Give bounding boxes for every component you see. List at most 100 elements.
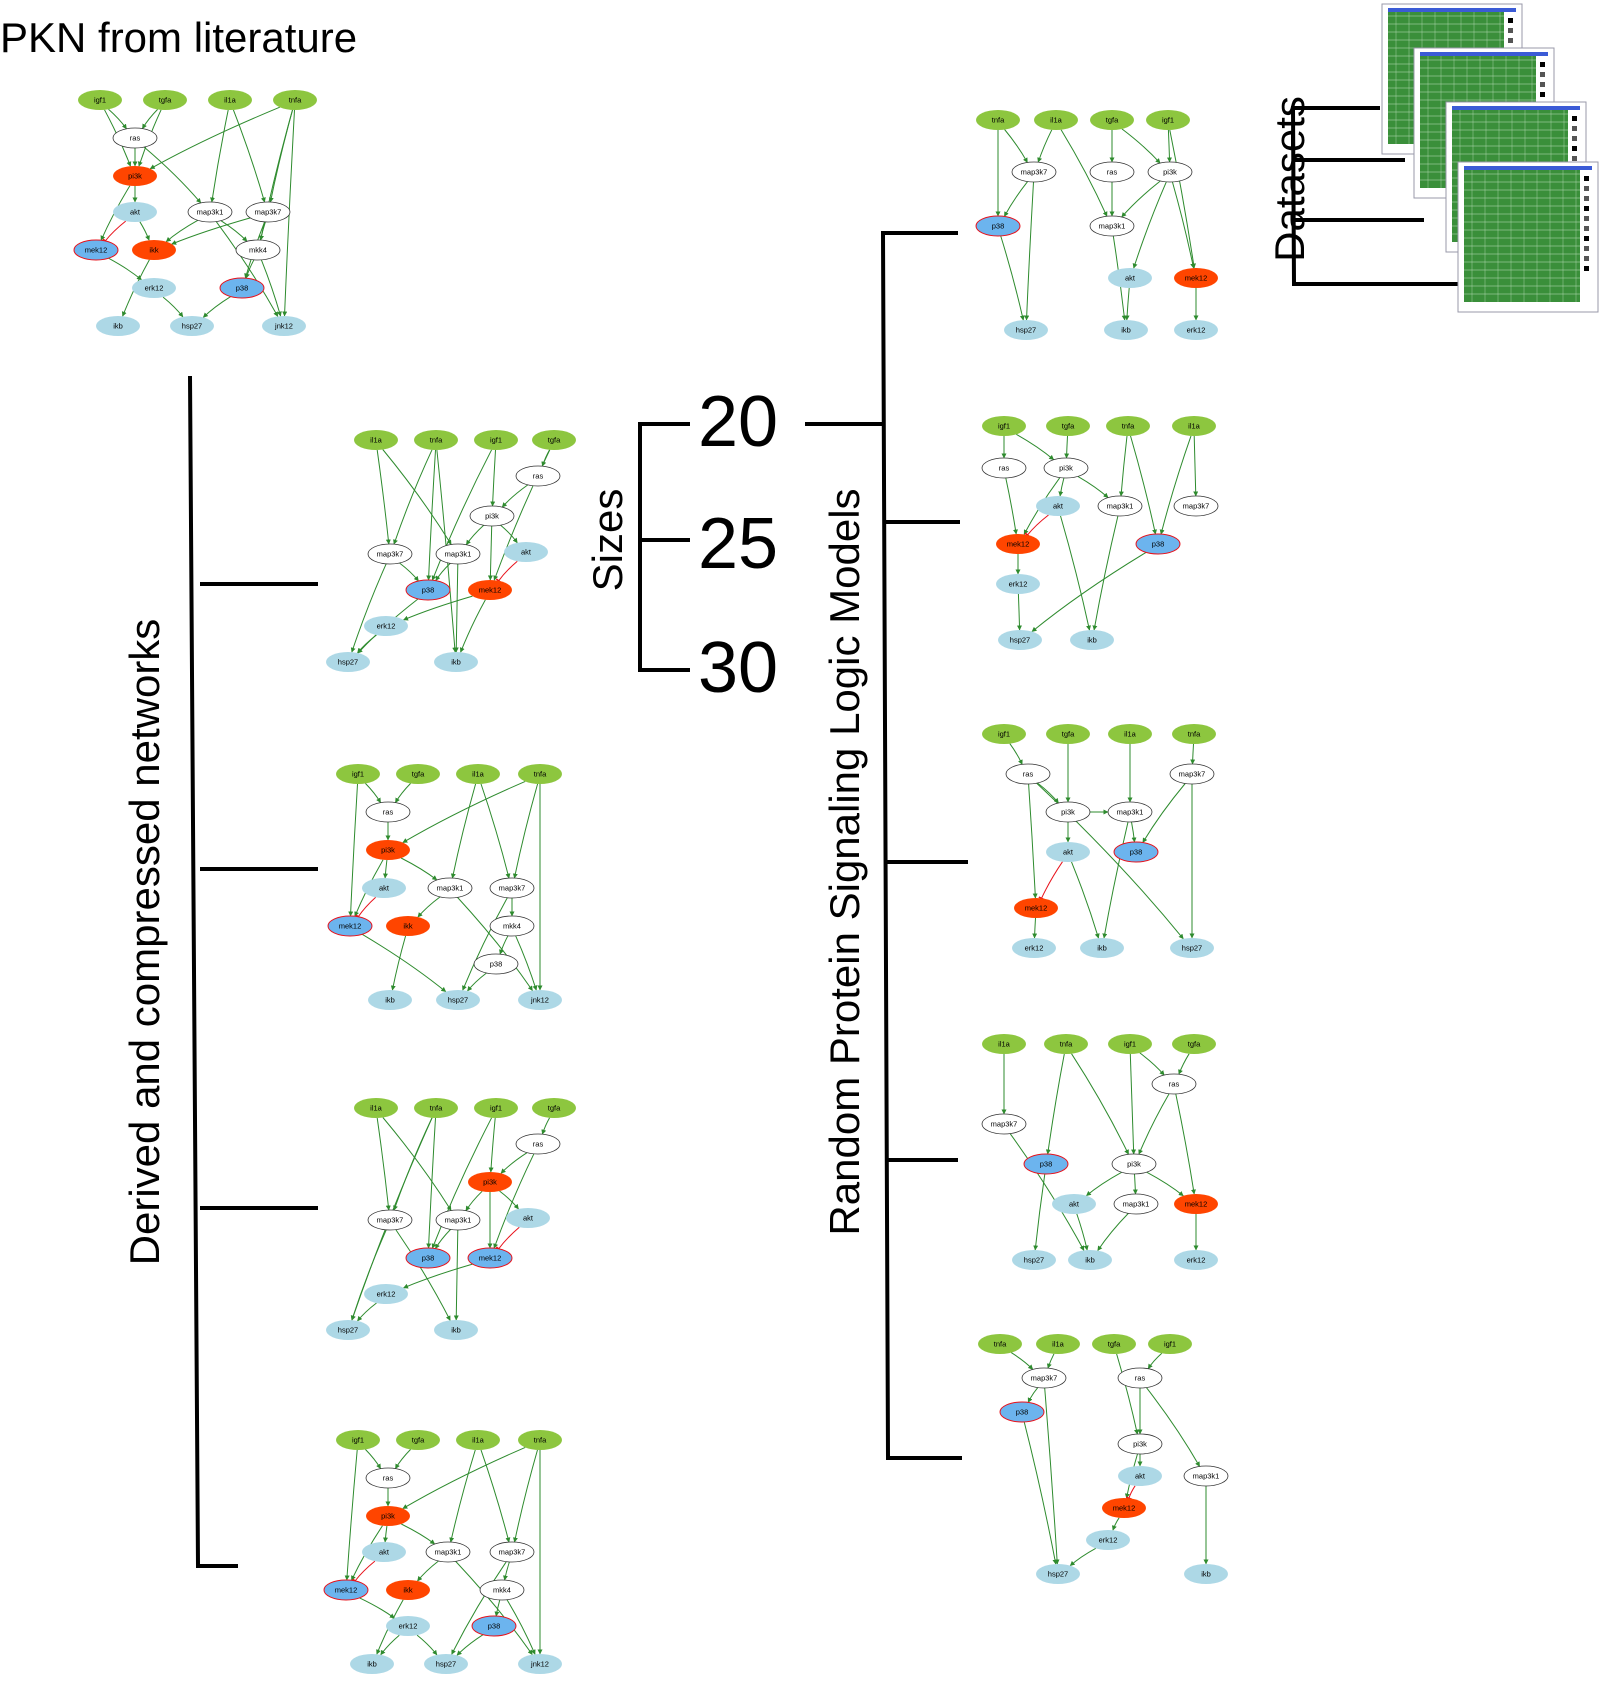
node-label-igf1: igf1: [352, 1436, 364, 1445]
node-label-tgfa: tgfa: [1188, 1040, 1201, 1049]
node-label-il1a: il1a: [998, 1040, 1011, 1049]
node-label-hsp27: hsp27: [436, 1660, 456, 1669]
node-label-pi3k: pi3k: [1127, 1160, 1141, 1169]
node-ras: ras: [515, 465, 561, 487]
node-tnfa: tnfa: [414, 430, 458, 450]
node-il1a: il1a: [354, 430, 398, 450]
edge-ras-mek12: [493, 1153, 535, 1249]
node-label-mek12: mek12: [1185, 274, 1208, 283]
edge-igf1-pi3k: [1166, 129, 1172, 163]
node-label-tgfa: tgfa: [412, 770, 425, 779]
edge-map3k7-hsp27: [1044, 1387, 1060, 1565]
edge-pi3k-mek12: [1171, 181, 1196, 269]
edge-tnfa-map3k7: [1190, 743, 1196, 765]
edge-erk12-ikb: [380, 1634, 400, 1656]
node-label-ikb: ikb: [451, 1326, 461, 1335]
node-label-map3k7: map3k7: [377, 550, 404, 559]
node-ras: ras: [112, 127, 158, 149]
node-ikb: ikb: [1068, 1250, 1112, 1270]
node-label-akt: akt: [1135, 1472, 1146, 1481]
node-p38: p38: [1135, 533, 1181, 555]
node-map3k7: map3k7: [1011, 161, 1057, 183]
edge-akt-mek12: [1038, 861, 1063, 901]
edge-tnfa-map3k1: [1118, 435, 1128, 497]
node-hsp27: hsp27: [1012, 1250, 1056, 1270]
node-map3k7: map3k7: [1173, 495, 1219, 517]
edge-map3k7-mkk4: [259, 221, 266, 241]
edge-p38-hsp27: [1000, 235, 1025, 321]
edge-akt-mek12: [102, 220, 127, 244]
node-tnfa: tnfa: [1106, 416, 1150, 436]
edge-pi3k-map3k1: [400, 857, 438, 881]
node-label-map3k7: map3k7: [1179, 770, 1206, 779]
edge-mek12-erk12: [359, 1597, 395, 1619]
edge-tnfa-p38: [1130, 435, 1157, 535]
node-label-mkk4: mkk4: [493, 1586, 511, 1595]
edge-pi3k-akt: [1058, 477, 1065, 497]
edge-pi3k-map3k1: [1132, 1173, 1138, 1195]
edge-pi3k-map3k1: [1121, 180, 1161, 218]
node-label-pi3k: pi3k: [381, 846, 395, 855]
node-map3k1: map3k1: [425, 1541, 471, 1563]
edge-p38-hsp27: [1023, 1421, 1058, 1565]
edge-igf1-ras: [365, 1449, 382, 1470]
node-label-il1a: il1a: [472, 1436, 485, 1445]
edge-map3k1-ikk: [165, 219, 199, 243]
node-label-p38: p38: [1152, 540, 1165, 549]
node-label-p38: p38: [488, 1622, 501, 1631]
node-label-igf1: igf1: [490, 1104, 502, 1113]
node-label-mek12: mek12: [1025, 904, 1048, 913]
node-erk12: erk12: [996, 574, 1040, 594]
node-label-hsp27: hsp27: [338, 658, 358, 667]
edge-ikk-ikb: [390, 935, 407, 991]
edge-il1a-p38: [1159, 435, 1192, 535]
edge-igf1-ras: [365, 783, 382, 804]
edge-il1a-map3k7: [1046, 1353, 1055, 1369]
edge-p38-hsp27: [202, 296, 231, 318]
node-ras: ras: [1005, 763, 1051, 785]
edge-il1a-map3k1: [1060, 129, 1108, 217]
node-erk12: erk12: [364, 616, 408, 636]
node-ras: ras: [1089, 161, 1135, 183]
node-label-akt: akt: [379, 884, 390, 893]
size-25: 25: [698, 504, 779, 584]
node-tnfa: tnfa: [1172, 724, 1216, 744]
node-ikb: ikb: [96, 316, 140, 336]
node-label-pi3k: pi3k: [1163, 168, 1177, 177]
node-map3k1: map3k1: [1089, 215, 1135, 237]
node-label-jnk12: jnk12: [530, 1660, 549, 1669]
node-label-pi3k: pi3k: [485, 512, 499, 521]
node-map3k7: map3k7: [367, 1209, 413, 1231]
node-ras: ras: [515, 1133, 561, 1155]
node-label-map3k1: map3k1: [445, 550, 472, 559]
node-label-mek12: mek12: [479, 1254, 502, 1263]
node-mek12: mek12: [1174, 268, 1218, 288]
node-hsp27: hsp27: [424, 1654, 468, 1674]
edge-tnfa-map3k7: [1010, 1352, 1034, 1370]
node-pi3k: pi3k: [469, 505, 515, 527]
node-mek12: mek12: [467, 1247, 513, 1269]
node-mek12: mek12: [323, 1579, 369, 1601]
edge-tgfa-ras: [141, 109, 158, 130]
node-label-p38: p38: [1130, 848, 1143, 857]
node-tgfa: tgfa: [1092, 1334, 1136, 1354]
edge-igf1-pi3k: [1129, 1053, 1137, 1155]
node-label-erk12: erk12: [1009, 580, 1028, 589]
node-label-map3k7: map3k7: [1031, 1374, 1058, 1383]
node-label-akt: akt: [521, 548, 532, 557]
edge-p38-hsp27: [467, 972, 487, 992]
node-tgfa: tgfa: [396, 764, 440, 784]
node-igf1: igf1: [474, 1098, 518, 1118]
node-label-ikb: ikb: [1085, 1256, 1095, 1265]
node-p38: p38: [405, 579, 451, 601]
node-label-ras: ras: [533, 1140, 544, 1149]
node-map3k1: map3k1: [435, 543, 481, 565]
